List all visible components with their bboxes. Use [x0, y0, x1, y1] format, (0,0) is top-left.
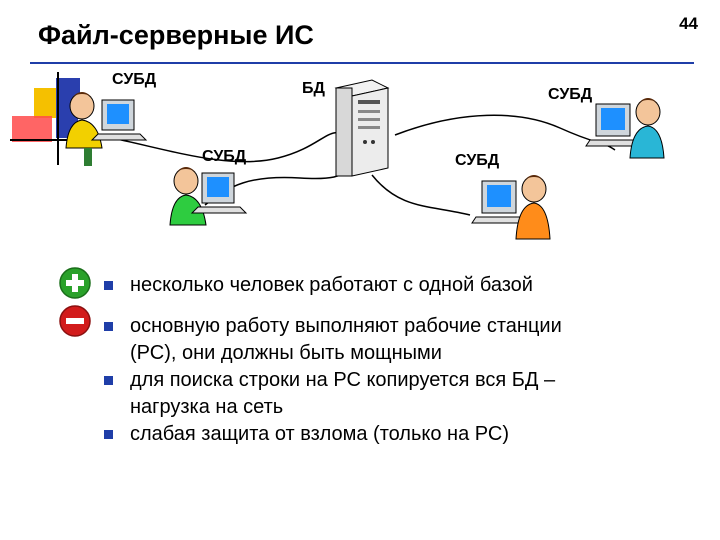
list-item: несколько человек работают с одной базой	[104, 272, 694, 299]
cable-top-right	[394, 114, 616, 151]
label-dbms-bottom-left: СУБД	[202, 148, 247, 165]
cable-top-left	[111, 131, 351, 163]
con-text-line2: нагрузка на сеть	[130, 396, 284, 418]
label-dbms-top-left: СУБД	[112, 71, 157, 88]
bullet-marker	[104, 322, 113, 331]
workstation-icon	[65, 92, 148, 166]
con-text-line2: (РС), они должны быть мощными	[130, 342, 442, 364]
list-item: слабая защита от взлома (только на РС)	[104, 421, 694, 448]
list-item: основную работу выполняют рабочие станци…	[104, 313, 694, 367]
con-text-line1: основную работу выполняют рабочие станци…	[130, 315, 562, 337]
minus-icon	[59, 305, 91, 337]
page-title: Файл-серверные ИС	[38, 20, 314, 50]
label-dbms-top-right: СУБД	[548, 86, 593, 103]
server-icon	[334, 79, 390, 177]
plus-icon	[59, 267, 91, 299]
list-item: для поиска строки на РС копируется вся Б…	[104, 367, 694, 421]
page-number: 44	[679, 14, 698, 33]
title-rule	[30, 62, 694, 64]
con-text-line1: слабая защита от взлома (только на РС)	[130, 423, 509, 445]
bullet-marker	[104, 430, 113, 439]
network-diagram	[65, 79, 665, 240]
bullet-marker	[104, 281, 113, 290]
label-dbms-bottom-middle: СУБД	[455, 152, 500, 169]
pro-text: несколько человек работают с одной базой	[130, 274, 533, 296]
bullet-marker	[104, 376, 113, 385]
workstation-icon	[585, 98, 665, 159]
workstation-icon	[169, 167, 248, 226]
label-db-server: БД	[302, 80, 325, 97]
workstation-icon	[471, 175, 551, 240]
bullet-list: несколько человек работают с одной базой…	[104, 272, 694, 456]
cable-bottom-middle	[371, 174, 471, 216]
con-text-line1: для поиска строки на РС копируется вся Б…	[130, 369, 556, 391]
